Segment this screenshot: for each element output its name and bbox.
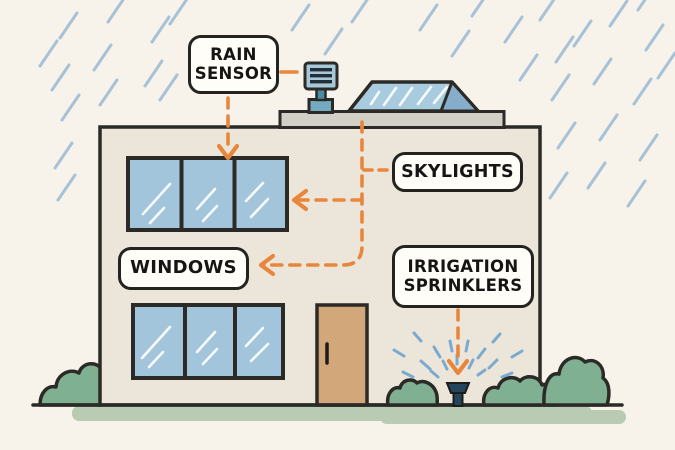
bush-icon <box>385 378 439 407</box>
sensor-vane <box>310 74 332 78</box>
sprinkler-stem <box>452 391 464 407</box>
rain-streaks-icon <box>38 0 675 208</box>
skylights-label: SKYLIGHTS <box>392 152 523 192</box>
sensor-base <box>307 98 334 114</box>
connector-skylight-trunk <box>261 120 364 267</box>
skylight-glare <box>369 85 449 107</box>
arrow-left-icon <box>258 253 276 277</box>
door-panel <box>315 303 369 407</box>
ground-patch <box>72 406 626 424</box>
arrow-left-icon <box>291 188 309 212</box>
window-glare <box>140 325 270 369</box>
sensor-vane <box>310 80 332 84</box>
rain-sensor-label: RAIN SENSOR <box>188 35 279 94</box>
irrigation-sprinklers-label: IRRIGATION SPRINKLERS <box>392 245 534 308</box>
windows-label: WINDOWS <box>118 247 249 290</box>
ground-patch-shape <box>380 410 626 424</box>
bushes-front <box>385 355 611 407</box>
door-icon <box>315 303 369 407</box>
skylight-side-face <box>439 80 480 113</box>
connectors <box>216 70 470 376</box>
upper-window-icon <box>126 156 289 232</box>
bush-icon <box>542 355 611 407</box>
bush-icon <box>38 362 103 407</box>
rain-sensor-device-icon <box>303 61 339 114</box>
sprinkler-device-icon <box>445 382 471 407</box>
skylight-panel-icon <box>347 80 480 113</box>
arrow-down-icon <box>216 143 240 161</box>
lower-window-icon <box>131 303 285 380</box>
water-spray-icon <box>392 331 524 379</box>
sprinkler-head <box>445 382 471 394</box>
sensor-vane <box>310 68 332 72</box>
arrow-down-icon <box>446 358 470 376</box>
window-glare <box>141 181 270 225</box>
